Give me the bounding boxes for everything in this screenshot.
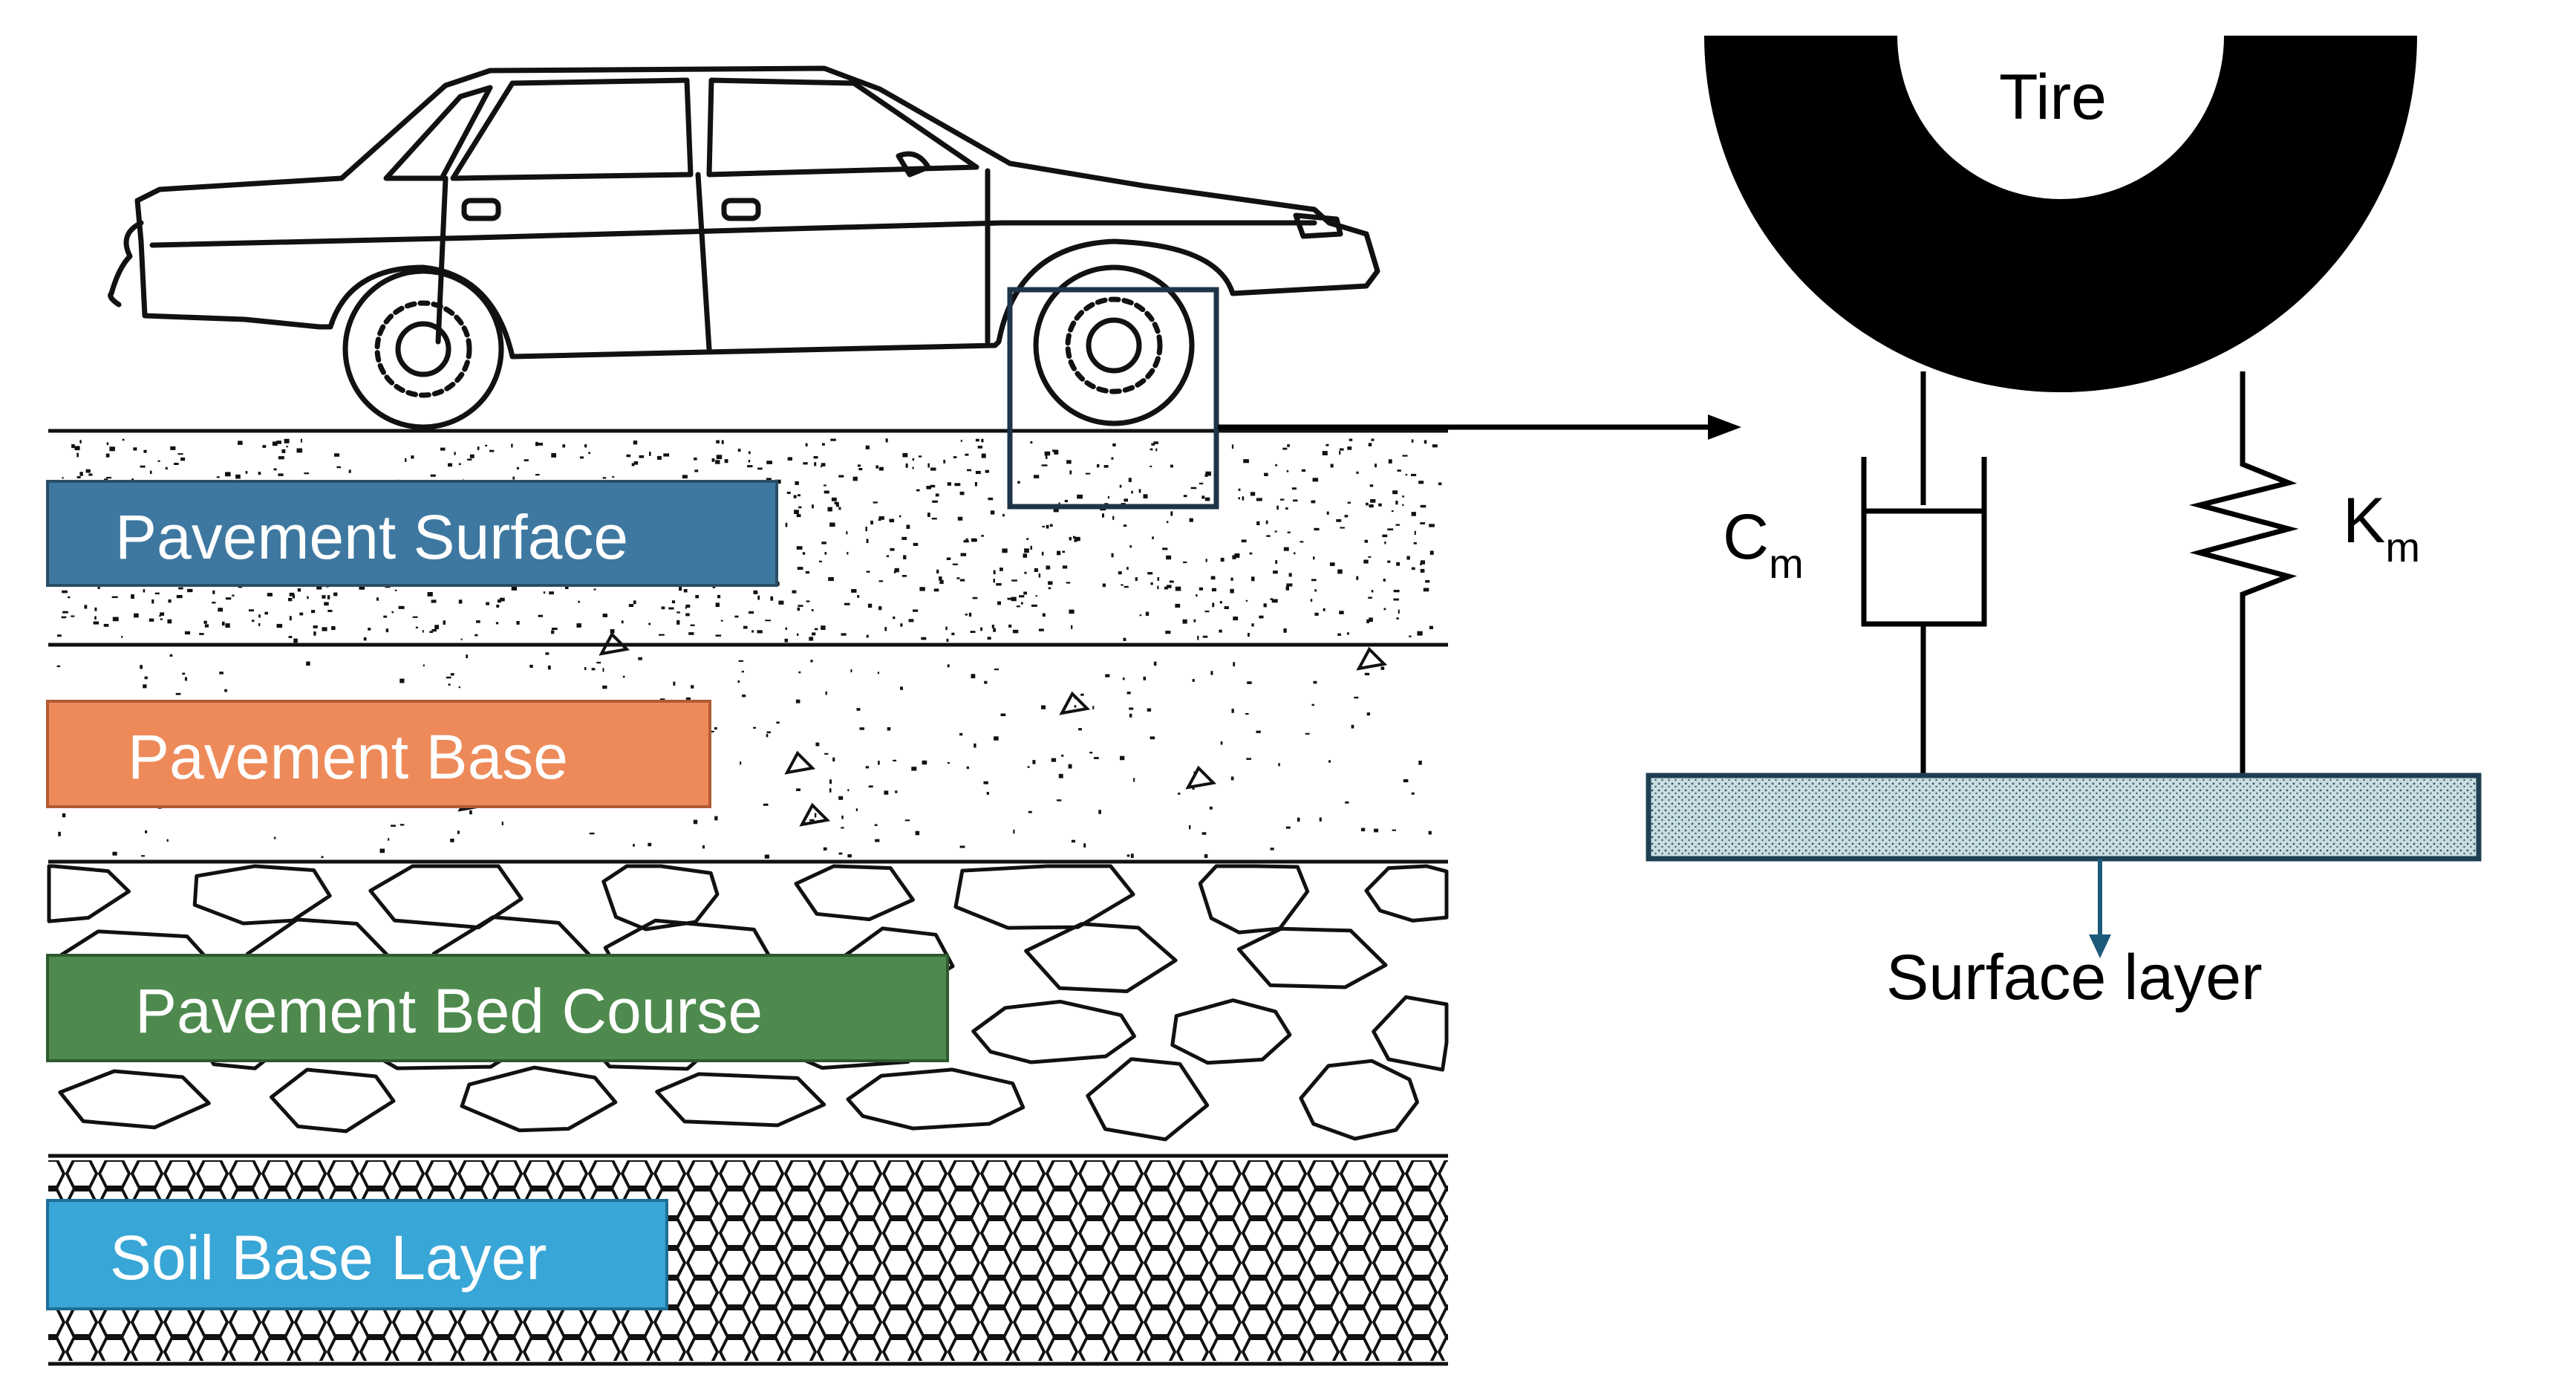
tire-pavement-model: Tire Cm Km Surface layer [1646, 36, 2482, 1013]
surface-layer-label: Surface layer [1886, 942, 2263, 1013]
spring-element [2189, 371, 2299, 774]
svg-text:Soil Base Layer: Soil Base Layer [110, 1223, 547, 1293]
tire-contact-zoom-box [1007, 287, 1219, 510]
spring-label: Km [2343, 485, 2420, 570]
damper-label: Cm [1723, 501, 1804, 587]
tire-label: Tire [1999, 62, 2107, 133]
layer-label-base: Pavement Base [46, 700, 711, 808]
svg-text:Pavement Base: Pavement Base [128, 722, 568, 792]
layer-label-bed-course: Pavement Bed Course [46, 954, 949, 1062]
tire-shape [1704, 36, 2417, 392]
svg-text:Pavement Bed Course: Pavement Bed Course [135, 976, 763, 1046]
surface-layer-block [1646, 773, 2482, 862]
layer-label-soil-base: Soil Base Layer [46, 1199, 668, 1310]
car-illustration [108, 65, 1380, 430]
svg-text:Pavement Surface: Pavement Surface [115, 502, 628, 572]
layer-label-surface: Pavement Surface [46, 480, 778, 587]
zoom-arrow [1218, 414, 1741, 440]
surface-pointer [2089, 859, 2111, 958]
damper-element [1861, 371, 1987, 774]
